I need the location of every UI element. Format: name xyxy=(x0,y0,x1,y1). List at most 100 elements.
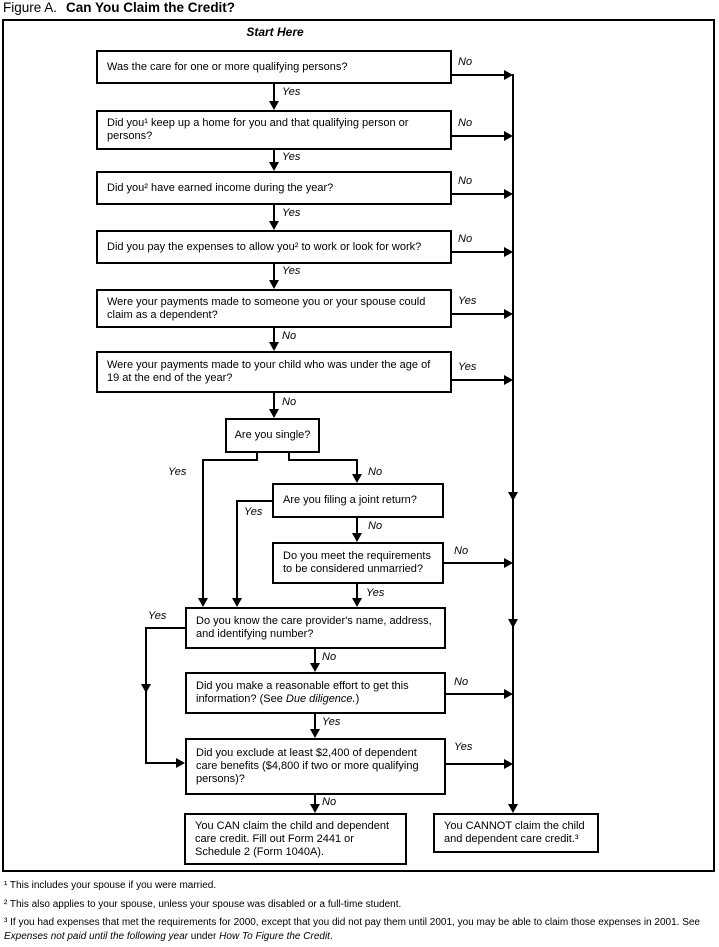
edge-label-no: No xyxy=(282,330,297,342)
connector-line xyxy=(202,459,204,598)
result-box-can-claim: You CAN claim the child and dependent ca… xyxy=(184,813,407,865)
edge-label-yes: Yes xyxy=(458,361,477,373)
connector-line xyxy=(288,453,290,461)
question-text: Did you exclude at least $2,400 of depen… xyxy=(196,747,419,785)
connector-line xyxy=(314,649,316,663)
footnote-1: ¹ This includes your spouse if you were … xyxy=(4,880,217,891)
question-box-expenses-to-work: Did you pay the expenses to allow you² t… xyxy=(96,230,452,264)
connector-line xyxy=(256,453,258,461)
connector-line xyxy=(356,459,358,474)
arrow-down-icon xyxy=(508,804,518,813)
edge-label-no: No xyxy=(458,175,473,187)
arrow-down-icon xyxy=(141,684,151,693)
question-text: Do you meet the requirements to be consi… xyxy=(283,550,431,575)
question-box-payments-child-under-19: Were your payments made to your child wh… xyxy=(96,351,452,393)
question-box-are-you-single: Are you single? xyxy=(225,418,320,453)
edge-label-yes: Yes xyxy=(454,741,473,753)
connector-line xyxy=(288,459,358,461)
edge-label-yes: Yes xyxy=(322,716,341,728)
arrow-right-icon xyxy=(504,247,513,257)
arrow-right-icon xyxy=(504,189,513,199)
question-text: Do you know the care provider's name, ad… xyxy=(196,615,432,640)
edge-label-yes: Yes xyxy=(458,295,477,307)
connector-line xyxy=(273,84,275,101)
figure-label: Figure A. xyxy=(3,0,58,15)
arrow-down-icon xyxy=(198,598,208,607)
question-box-joint-return: Are you filing a joint return? xyxy=(272,483,444,518)
connector-line xyxy=(273,328,275,342)
arrow-right-icon xyxy=(504,375,513,385)
connector-line xyxy=(202,459,258,461)
footnote-3: ³ If you had expenses that met the requi… xyxy=(4,917,700,942)
question-text: Were your payments made to someone you o… xyxy=(107,295,426,321)
edge-label-yes: Yes xyxy=(244,506,263,518)
arrow-right-icon xyxy=(504,558,513,568)
question-box-qualifying-persons: Was the care for one or more qualifying … xyxy=(96,50,452,84)
connector-line xyxy=(145,627,147,763)
question-text: Are you single? xyxy=(234,429,311,441)
connector-line xyxy=(145,762,176,764)
edge-label-yes: Yes xyxy=(282,265,301,277)
due-diligence-reference: Due diligence. xyxy=(285,693,356,705)
connector-line xyxy=(314,795,316,804)
arrow-right-icon xyxy=(176,758,185,768)
arrow-down-icon xyxy=(232,598,242,607)
connector-line xyxy=(273,150,275,162)
connector-line xyxy=(237,500,272,502)
edge-label-yes: Yes xyxy=(366,587,385,599)
arrow-right-icon xyxy=(504,689,513,699)
question-box-exclude-benefits: Did you exclude at least $2,400 of depen… xyxy=(185,738,446,795)
edge-label-no: No xyxy=(458,233,473,245)
connector-line xyxy=(444,562,504,564)
arrow-down-icon xyxy=(269,409,279,418)
question-box-payments-dependent: Were your payments made to someone you o… xyxy=(96,289,452,328)
flowchart-border xyxy=(2,19,715,872)
edge-label-yes: Yes xyxy=(148,610,167,622)
arrow-down-icon xyxy=(352,474,362,483)
arrow-down-icon xyxy=(310,729,320,738)
start-here-label: Start Here xyxy=(246,25,304,39)
connector-line xyxy=(236,500,238,598)
footnote-3-italic-reference: Expenses not paid until the following ye… xyxy=(4,931,189,942)
connector-line xyxy=(452,379,504,381)
arrow-down-icon xyxy=(310,663,320,672)
question-text: Were your payments made to your child wh… xyxy=(107,359,431,384)
arrow-down-icon xyxy=(508,492,518,501)
edge-label-no: No xyxy=(458,56,473,68)
edge-label-no: No xyxy=(454,545,469,557)
connector-line xyxy=(452,135,504,137)
edge-label-no: No xyxy=(322,796,337,808)
collector-line xyxy=(512,74,514,804)
arrow-down-icon xyxy=(352,598,362,607)
connector-line xyxy=(452,251,504,253)
question-box-considered-unmarried: Do you meet the requirements to be consi… xyxy=(272,542,444,584)
connector-line xyxy=(452,313,504,315)
question-box-reasonable-effort: Did you make a reasonable effort to get … xyxy=(185,672,446,714)
edge-label-yes: Yes xyxy=(282,207,301,219)
connector-line xyxy=(273,393,275,409)
result-box-cannot-claim: You CANNOT claim the child and dependent… xyxy=(433,813,599,853)
edge-label-no: No xyxy=(368,466,383,478)
figure-title: Figure A. Can You Claim the Credit? xyxy=(3,0,235,15)
edge-label-yes: Yes xyxy=(282,151,301,163)
arrow-right-icon xyxy=(504,309,513,319)
edge-label-no: No xyxy=(322,651,337,663)
question-text: Was the care for one or more qualifying … xyxy=(107,60,348,73)
edge-label-no: No xyxy=(454,676,469,688)
arrow-down-icon xyxy=(508,619,518,628)
connector-line xyxy=(446,693,504,695)
question-box-earned-income: Did you² have earned income during the y… xyxy=(96,171,452,205)
question-text: Did you pay the expenses to allow you² t… xyxy=(107,240,422,253)
arrow-down-icon xyxy=(269,342,279,351)
connector-line xyxy=(356,518,358,533)
connector-line xyxy=(452,193,504,195)
arrow-down-icon xyxy=(269,162,279,171)
arrow-right-icon xyxy=(504,759,513,769)
edge-label-no: No xyxy=(368,520,383,532)
question-text: Did you² have earned income during the y… xyxy=(107,181,334,194)
figure-title-text: Can You Claim the Credit? xyxy=(66,0,236,15)
question-text: Did you¹ keep up a home for you and that… xyxy=(107,117,409,142)
arrow-down-icon xyxy=(269,280,279,289)
connector-line xyxy=(356,584,358,598)
